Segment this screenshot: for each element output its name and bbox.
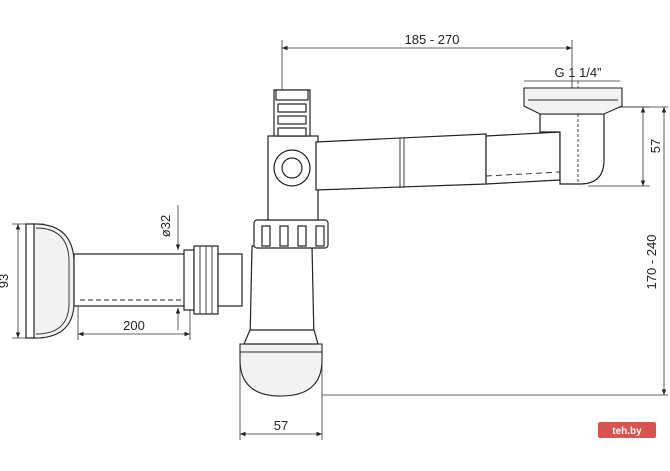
dimension-height-upper-label: 57 [648,139,663,153]
dimension-diameter: ø32 [158,205,181,330]
siphon-body [239,245,323,397]
body-nut [253,219,329,249]
overflow-hose [315,131,561,191]
watermark-label: teh.by [612,426,642,437]
dimension-height-total-label: 170 - 240 [644,235,659,290]
dimension-wall-flange-label: 93 [0,274,11,288]
dimension-thread-label: G 1 1/4” [555,65,602,80]
horizontal-pipe [73,253,191,307]
dimension-pipe-length-label: 200 [123,318,145,333]
dimension-top-width-label: 185 - 270 [405,32,460,47]
wall-flange [25,223,75,339]
riser-connector [267,89,319,221]
dimension-pipe-length: 200 [77,300,191,340]
dimension-height-total: 170 - 240 [322,106,668,396]
dimension-diameter-label: ø32 [158,215,173,237]
overflow-head [523,87,623,185]
watermark: teh.by [598,422,656,438]
pipe-coupling [183,245,243,315]
dimension-top-width: 185 - 270 [281,32,573,100]
dimension-bottom-width-label: 57 [274,418,288,433]
